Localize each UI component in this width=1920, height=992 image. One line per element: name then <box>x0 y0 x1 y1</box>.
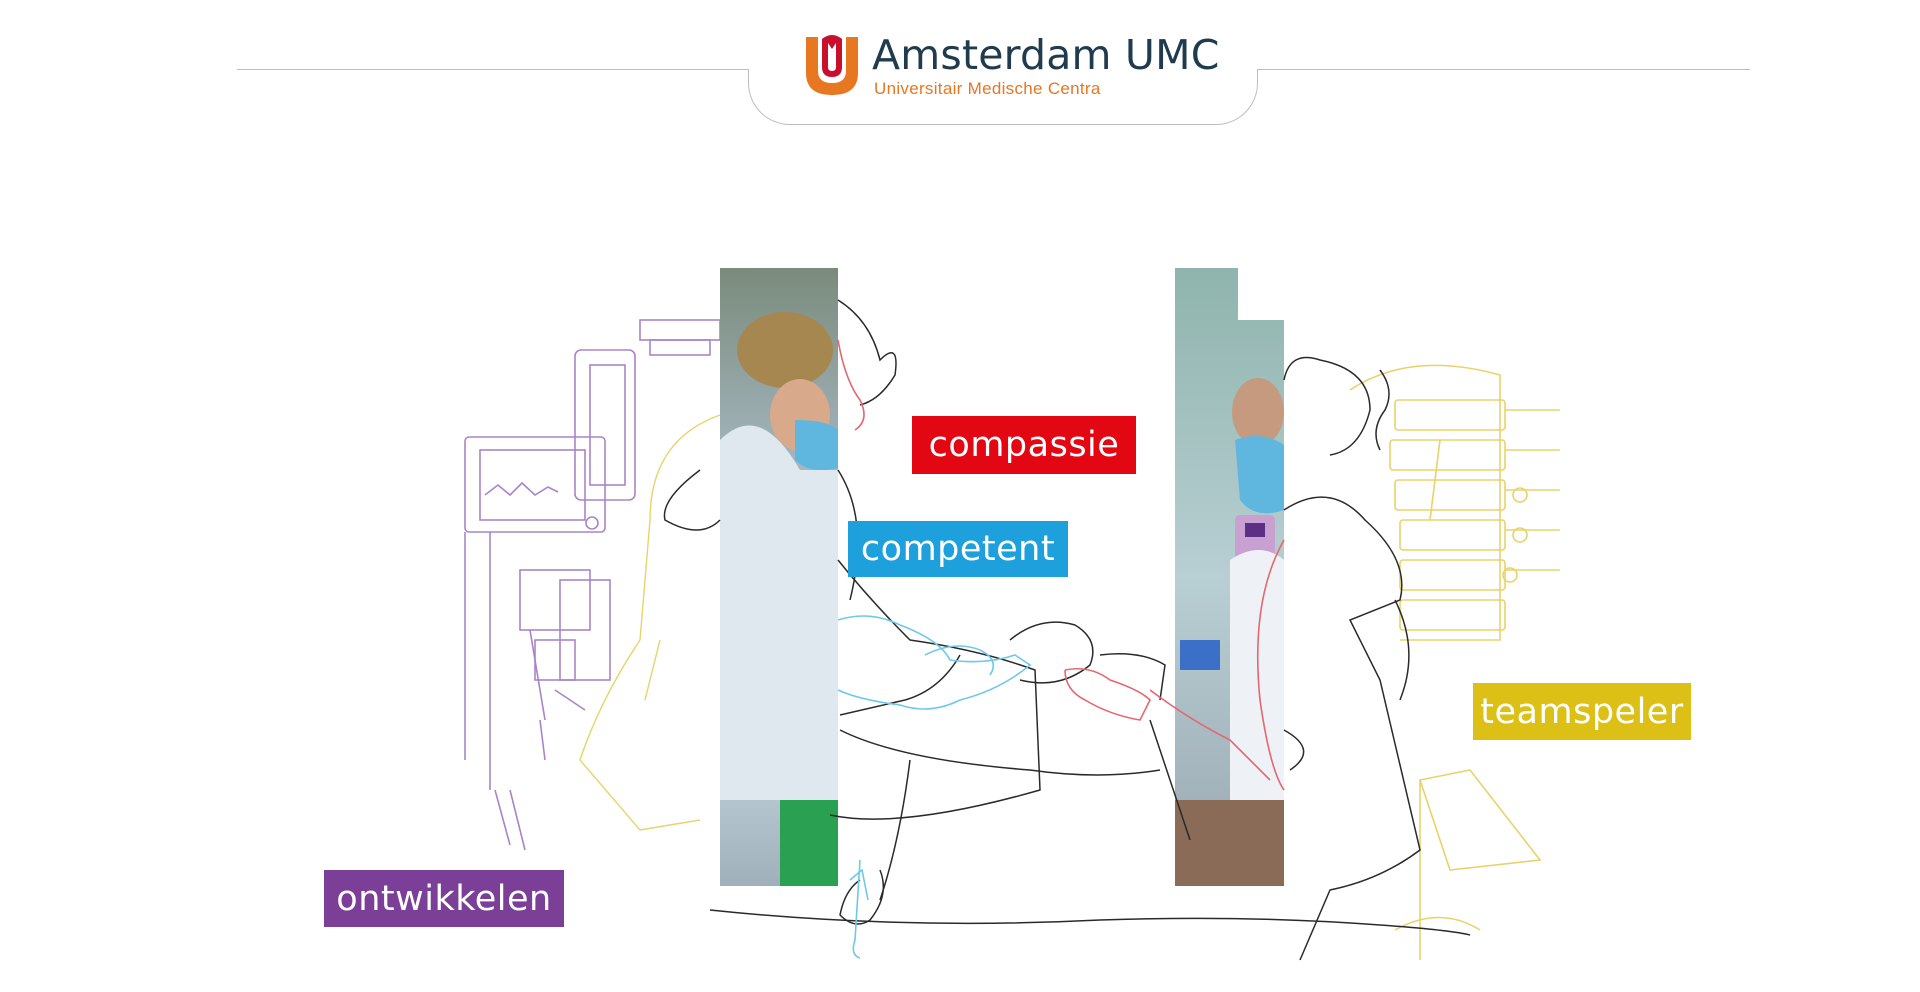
value-label-competent: competent <box>848 521 1068 577</box>
amsterdam-umc-logo[interactable]: Amsterdam UMC Universitair Medische Cent… <box>804 31 1219 101</box>
tulip-logo-icon <box>806 35 858 95</box>
patient-figure <box>709 621 1471 936</box>
photo-strip-left <box>720 268 838 886</box>
header-line-right <box>1254 69 1750 70</box>
medical-monitor-icon <box>464 319 721 851</box>
infusion-pump-icon <box>1349 364 1560 960</box>
value-label-teamspeler: teamspeler <box>1473 683 1691 740</box>
header-tab <box>748 69 1258 125</box>
value-label-compassie: compassie <box>912 416 1136 474</box>
value-label-ontwikkelen: ontwikkelen <box>324 870 564 927</box>
brand-subtitle: Universitair Medische Centra <box>874 79 1101 98</box>
photo-strip-right <box>1175 268 1284 886</box>
brand-name: Amsterdam UMC <box>872 31 1220 79</box>
header-line-left <box>237 69 752 70</box>
